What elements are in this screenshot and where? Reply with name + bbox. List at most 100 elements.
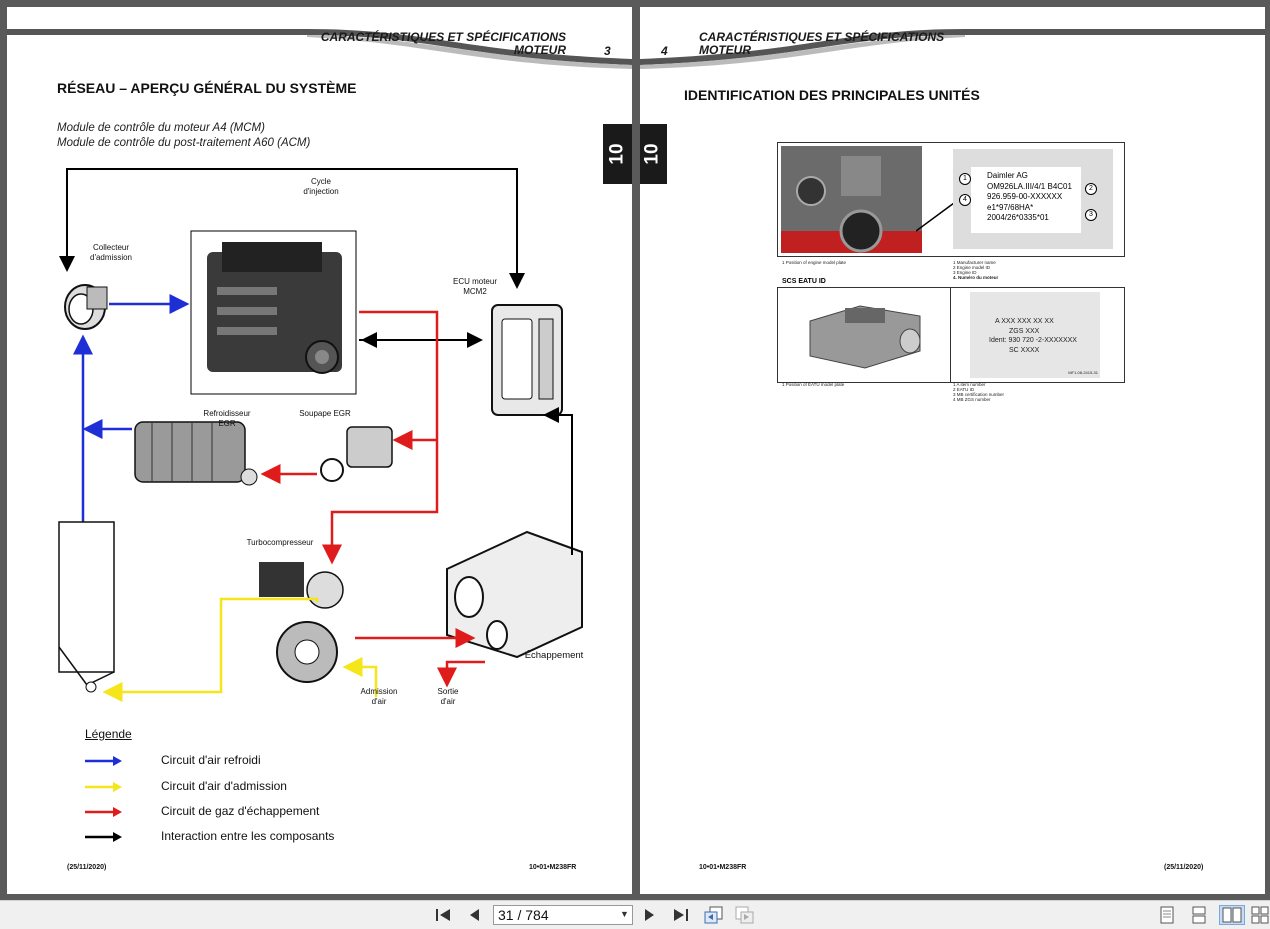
plate1-caption: 1 Position of engine model plate xyxy=(782,260,847,265)
scs-eatu-label: SCS EATU ID xyxy=(782,278,826,285)
header-line1: CARACTÉRISTIQUES ET SPÉCIFICATIONS xyxy=(699,30,945,44)
plate2-legend-item: 1 A item number xyxy=(953,382,986,387)
legend-title: Légende xyxy=(85,727,132,741)
legend-label-cooled-air: Circuit d'air refroidi xyxy=(161,753,261,767)
plate1-engine-number: 926.959-00-XXXXXX xyxy=(987,192,1063,201)
plate2-legend-item: 2 EATU ID xyxy=(953,387,975,392)
section-tab: 10 xyxy=(640,124,667,184)
two-page-view-button[interactable] xyxy=(1219,905,1245,925)
egr-valve-image xyxy=(320,426,393,482)
label-egr-valve: Soupape EGR xyxy=(299,409,351,418)
continuous-view-button[interactable] xyxy=(1189,905,1209,925)
intake-manifold-image xyxy=(64,284,108,330)
plate2-zgs: ZGS XXX xyxy=(1009,327,1040,335)
next-page-icon xyxy=(645,909,654,921)
plate1-engine-id-1: e1*97/68HA* xyxy=(987,202,1034,212)
page-number: 3 xyxy=(604,44,611,58)
section-title: RÉSEAU – APERÇU GÉNÉRAL DU SYSTÈME xyxy=(57,80,357,96)
first-page-button[interactable] xyxy=(433,905,453,925)
engine-plate-figure: Daimler AG OM926LA.III/4/1 B4C01 926.959… xyxy=(777,142,1125,257)
radiator-image xyxy=(58,521,115,693)
eatu-plate-figure: A XXX XXX XX XX ZGS XXX Ident: 930 720 -… xyxy=(777,287,1125,383)
egr-cooler-image xyxy=(134,421,258,486)
last-page-button[interactable] xyxy=(671,905,691,925)
header-line2: MOTEUR xyxy=(514,43,566,57)
turbocharger-image xyxy=(259,562,344,683)
callout-3: 3 xyxy=(1085,209,1097,221)
footer-code: 10•01•M238FR xyxy=(699,864,747,871)
legend-arrow-exhaust-gas xyxy=(85,807,122,817)
callout-1: 1 xyxy=(959,173,971,185)
legend-arrow-cooled-air xyxy=(85,756,122,766)
engine-photo xyxy=(781,146,922,253)
footer-date: (25/11/2020) xyxy=(1164,864,1204,871)
label-exhaust: Échappement xyxy=(524,650,584,661)
plate2-a-number: A XXX XXX XX XX xyxy=(995,318,1054,325)
exhaust-aftertreatment-image xyxy=(446,530,583,659)
system-diagram xyxy=(58,168,583,702)
label-air-outlet: Sortie d'air xyxy=(437,687,459,706)
forward-view-button[interactable] xyxy=(735,905,755,925)
plate2-sc: SC XXXX xyxy=(1009,346,1040,354)
continuous-page-icon xyxy=(1192,906,1206,924)
previous-page-icon xyxy=(470,909,479,921)
callout-2: 2 xyxy=(1085,183,1097,195)
two-page-icon xyxy=(1222,907,1242,923)
plate2-legend-item: 3 MB certification number xyxy=(953,392,1005,397)
header-swoosh xyxy=(7,29,632,69)
callout-line xyxy=(916,203,955,232)
footer-date: (25/11/2020) xyxy=(67,864,107,871)
plate2-legend-item: 4 MB ZGS number xyxy=(953,397,991,402)
footer-code: 10•01•M238FR xyxy=(529,864,577,871)
plate1-legend-item: 2 Engine model ID xyxy=(953,265,991,270)
right-page: 4 CARACTÉRISTIQUES ET SPÉCIFICATIONS MOT… xyxy=(640,7,1265,894)
plate1-legend-item: 1 Manufacturer name xyxy=(953,260,996,265)
legend-arrow-interaction xyxy=(85,832,122,842)
page-dropdown-icon[interactable]: ▼ xyxy=(620,909,629,919)
header-line2: MOTEUR xyxy=(699,43,751,57)
engine-image xyxy=(207,242,342,374)
legend-arrow-intake-air xyxy=(85,782,122,792)
section-tab: 10 xyxy=(603,124,632,184)
eatu-photo xyxy=(809,305,921,369)
two-page-continuous-view-button[interactable] xyxy=(1250,905,1270,925)
label-air-intake: Admission d'air xyxy=(360,687,398,706)
previous-page-button[interactable] xyxy=(464,905,484,925)
callout-4: 4 xyxy=(959,194,971,206)
back-view-icon xyxy=(704,906,723,924)
subtitle-acm: Module de contrôle du post-traitement A6… xyxy=(57,137,311,149)
label-ecu: ECU moteur MCM2 xyxy=(452,277,497,296)
header-swoosh xyxy=(640,29,1265,69)
single-page-icon xyxy=(1160,906,1174,924)
plate1-legend: 1 Manufacturer name 2 Engine model ID 3 … xyxy=(953,260,998,280)
last-page-icon xyxy=(674,909,688,921)
plate1-legend-item: 3 Engine ID xyxy=(953,270,977,275)
back-view-button[interactable] xyxy=(704,905,724,925)
next-page-button[interactable] xyxy=(640,905,660,925)
left-page: CARACTÉRISTIQUES ET SPÉCIFICATIONS MOTEU… xyxy=(7,7,632,894)
label-cycle-injection: Cycle d'injection xyxy=(303,177,339,196)
page-number-input[interactable] xyxy=(493,905,633,925)
engine-plate: Daimler AG OM926LA.III/4/1 B4C01 926.959… xyxy=(953,149,1113,249)
plate1-model: OM926LA.III/4/1 B4C01 xyxy=(987,181,1072,191)
plate2-ref: MF1-08-2415-31 xyxy=(1068,369,1098,375)
subtitle-mcm: Module de contrôle du moteur A4 (MCM) xyxy=(57,122,265,134)
label-egr-cooler: Refroidisseur EGR xyxy=(203,409,251,428)
ecu-image xyxy=(491,304,563,416)
plate1-engine-id-2: 2004/26*0335*01 xyxy=(987,213,1049,222)
plate1-legend-item: 4. Numéro du moteur xyxy=(953,275,999,280)
legend-label-exhaust-gas: Circuit de gaz d'échappement xyxy=(161,804,320,818)
plate1-manufacturer: Daimler AG xyxy=(987,171,1028,180)
eatu-plate: A XXX XXX XX XX ZGS XXX Ident: 930 720 -… xyxy=(970,292,1100,378)
legend-label-intake-air: Circuit d'air d'admission xyxy=(161,779,287,793)
header-line1: CARACTÉRISTIQUES ET SPÉCIFICATIONS xyxy=(320,30,566,44)
two-page-continuous-icon xyxy=(1251,906,1269,924)
label-intake-manifold: Collecteur d'admission xyxy=(90,243,132,262)
page-number: 4 xyxy=(661,44,668,58)
legend-label-interaction: Interaction entre les composants xyxy=(161,829,335,843)
plate2-legend: 1 A item number 2 EATU ID 3 MB certifica… xyxy=(953,382,1004,402)
first-page-icon xyxy=(436,909,450,921)
plate2-ident: Ident: 930 720 -2-XXXXXXX xyxy=(989,337,1077,344)
section-title: IDENTIFICATION DES PRINCIPALES UNITÉS xyxy=(684,87,980,103)
single-page-view-button[interactable] xyxy=(1157,905,1177,925)
